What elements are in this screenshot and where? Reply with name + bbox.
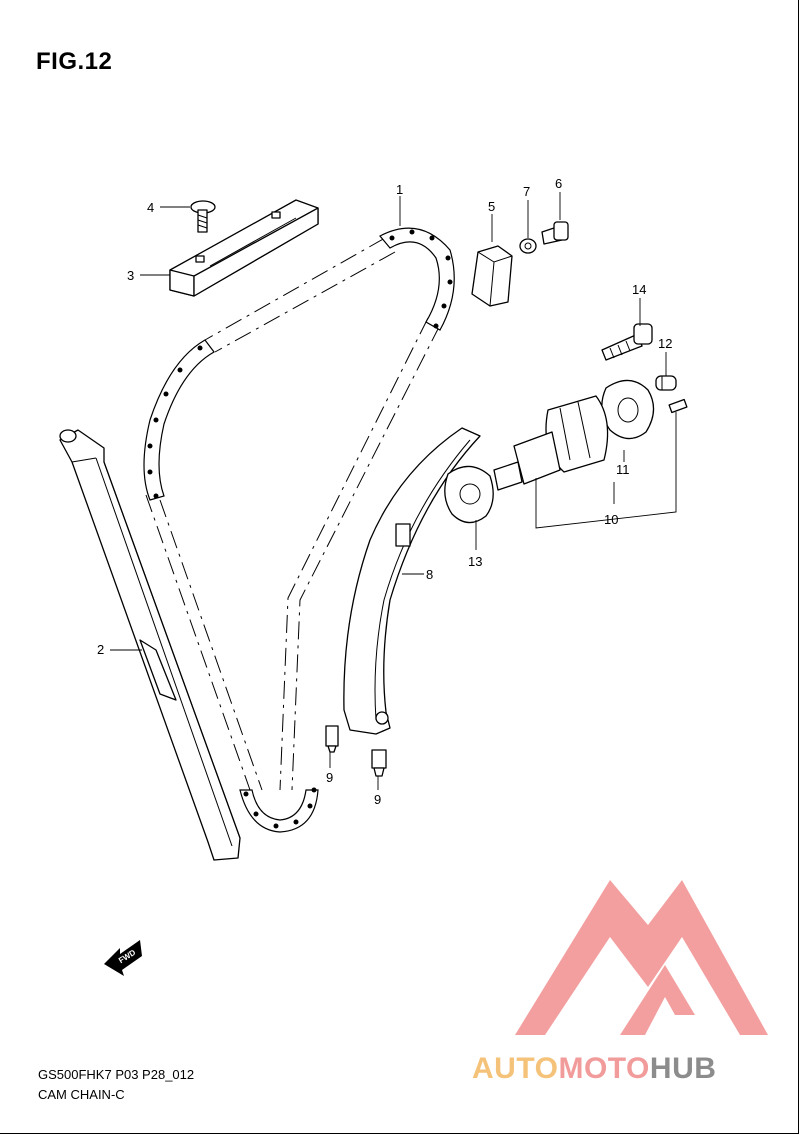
part-4-screw[interactable] (190, 200, 216, 233)
callout-4: 4 (147, 200, 154, 215)
footer-name: CAM CHAIN-C (38, 1087, 125, 1102)
leader-lines (110, 192, 677, 790)
watermark-text: AUTOMOTOHUB (472, 1052, 716, 1086)
watermark-hub: HUB (649, 1052, 717, 1085)
callout-13: 13 (468, 554, 482, 569)
callout-11: 11 (616, 462, 630, 477)
callout-12: 12 (658, 336, 672, 351)
callout-2: 2 (97, 642, 104, 657)
part-13-gasket[interactable] (444, 465, 494, 524)
callout-10: 10 (604, 512, 618, 527)
watermark-logo (515, 880, 768, 1035)
callout-1: 1 (396, 182, 403, 197)
callout-14: 14 (632, 282, 646, 297)
figure-title: FIG.12 (36, 48, 113, 75)
part-2-chain-guide[interactable] (59, 429, 241, 861)
part-12-cap-bolt[interactable] (655, 375, 677, 391)
watermark-moto: MOTO (558, 1052, 650, 1085)
part-7-washer[interactable] (519, 238, 537, 254)
callout-7: 7 (523, 184, 530, 199)
fwd-arrow-icon: FWD (104, 940, 142, 976)
part-9-dowel-pin-left[interactable] (325, 725, 339, 753)
part-11-gasket[interactable] (601, 379, 655, 440)
callout-9-right: 9 (374, 792, 381, 807)
callout-9-left: 9 (326, 770, 333, 785)
callout-6: 6 (555, 176, 562, 191)
part-5-cushion[interactable] (471, 245, 513, 307)
callout-8: 8 (426, 567, 433, 582)
footer-code: GS500FHK7 P03 P28_012 (38, 1067, 195, 1082)
part-3-guide-bar[interactable] (169, 199, 319, 297)
watermark-logo-mark (515, 880, 768, 1035)
part-10-tensioner-assy[interactable] (493, 395, 688, 491)
part-6-bolt[interactable] (541, 221, 569, 245)
part-1-cam-chain[interactable] (143, 227, 455, 833)
part-9-dowel-pin-right[interactable] (371, 749, 387, 777)
part-14-bolt[interactable] (601, 323, 653, 361)
watermark-auto: AUTO (472, 1052, 559, 1085)
callout-3: 3 (127, 268, 134, 283)
part-8-tensioner-guide[interactable] (343, 427, 481, 735)
callout-5: 5 (488, 199, 495, 214)
